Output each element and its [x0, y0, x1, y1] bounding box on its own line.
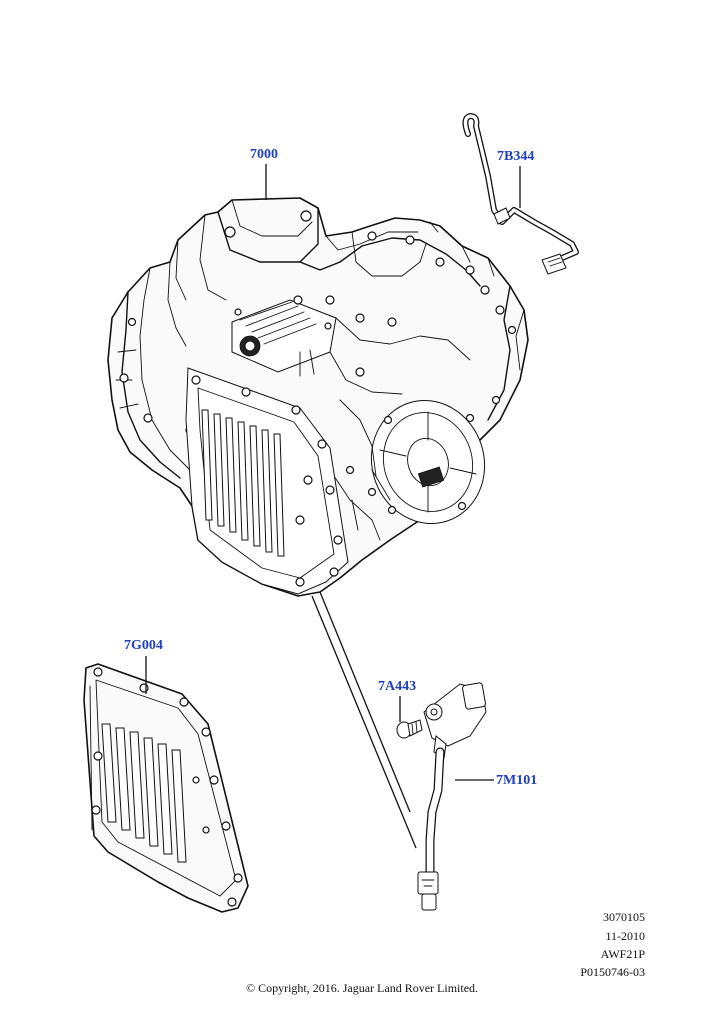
ref-model: AWF21P — [600, 947, 645, 961]
ref-part: P0150746-03 — [580, 965, 645, 979]
callout-bolt[interactable]: 7A443 — [378, 679, 417, 694]
callout-speed-sensor[interactable]: 7M101 — [496, 773, 538, 788]
callout-transmission[interactable]: 7000 — [250, 147, 278, 162]
cooler-tube-drawing — [462, 113, 579, 275]
transmission-drawing — [107, 197, 529, 597]
sensor-centerline — [311, 595, 417, 849]
bolt-drawing — [396, 719, 423, 739]
ref-number: 3070105 — [603, 910, 645, 924]
leader-lines — [145, 164, 521, 849]
callout-oil-cooler-tube[interactable]: 7B344 — [497, 149, 535, 164]
speed-sensor-drawing — [417, 682, 487, 911]
oil-pan-drawing — [83, 663, 249, 913]
ref-date: 11-2010 — [605, 929, 645, 943]
sensor-centerline-2 — [319, 591, 411, 813]
installed-pan-ribs — [201, 409, 285, 557]
callout-oil-pan[interactable]: 7G004 — [124, 638, 163, 653]
pan-ribs — [101, 723, 187, 863]
copyright-notice: © Copyright, 2016. Jaguar Land Rover Lim… — [245, 981, 479, 995]
